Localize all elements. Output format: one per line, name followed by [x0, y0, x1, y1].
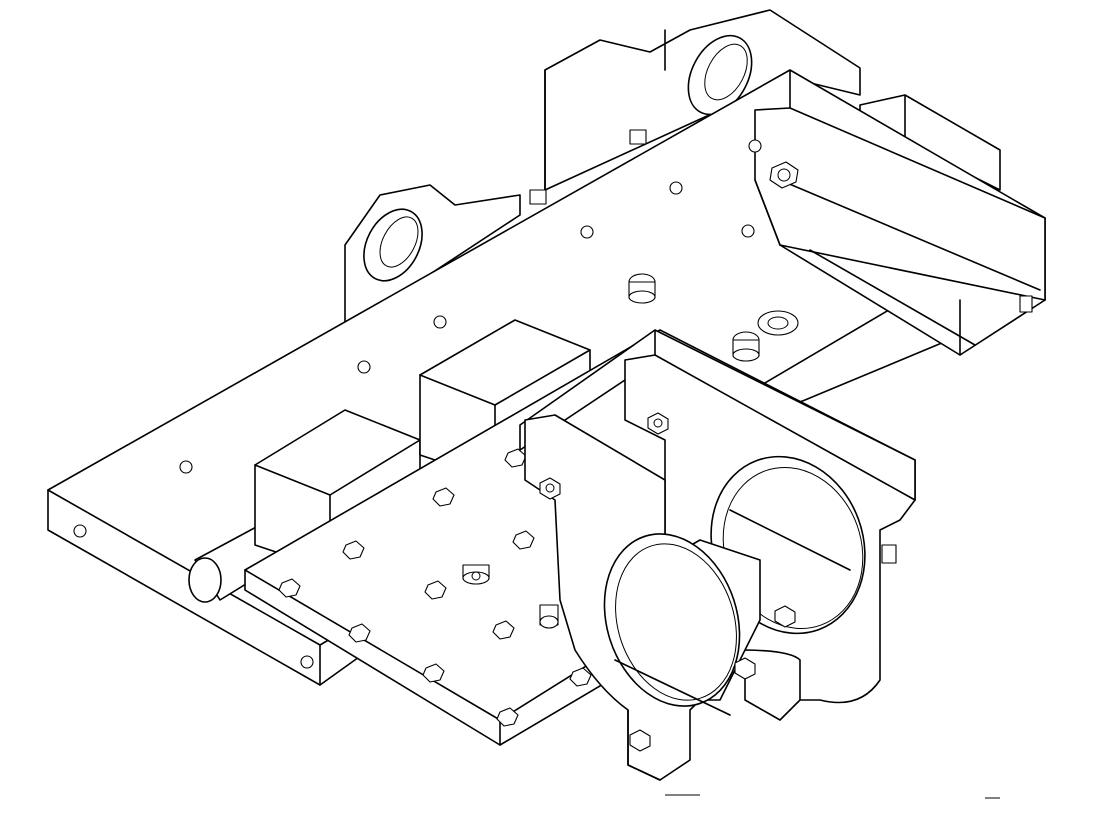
bracket-nuts [539, 295, 1033, 752]
bottom-edge-marks [665, 794, 1000, 799]
plate-holes [73, 139, 762, 669]
center-screw [462, 564, 490, 585]
front-ring-clamp [524, 414, 761, 781]
end-cap-block [754, 107, 1046, 356]
upper-bolts [529, 129, 799, 362]
upper-mounting-block [544, 9, 861, 191]
slide-plate-nut [539, 604, 559, 629]
end-block-hex-bolt [769, 161, 799, 189]
